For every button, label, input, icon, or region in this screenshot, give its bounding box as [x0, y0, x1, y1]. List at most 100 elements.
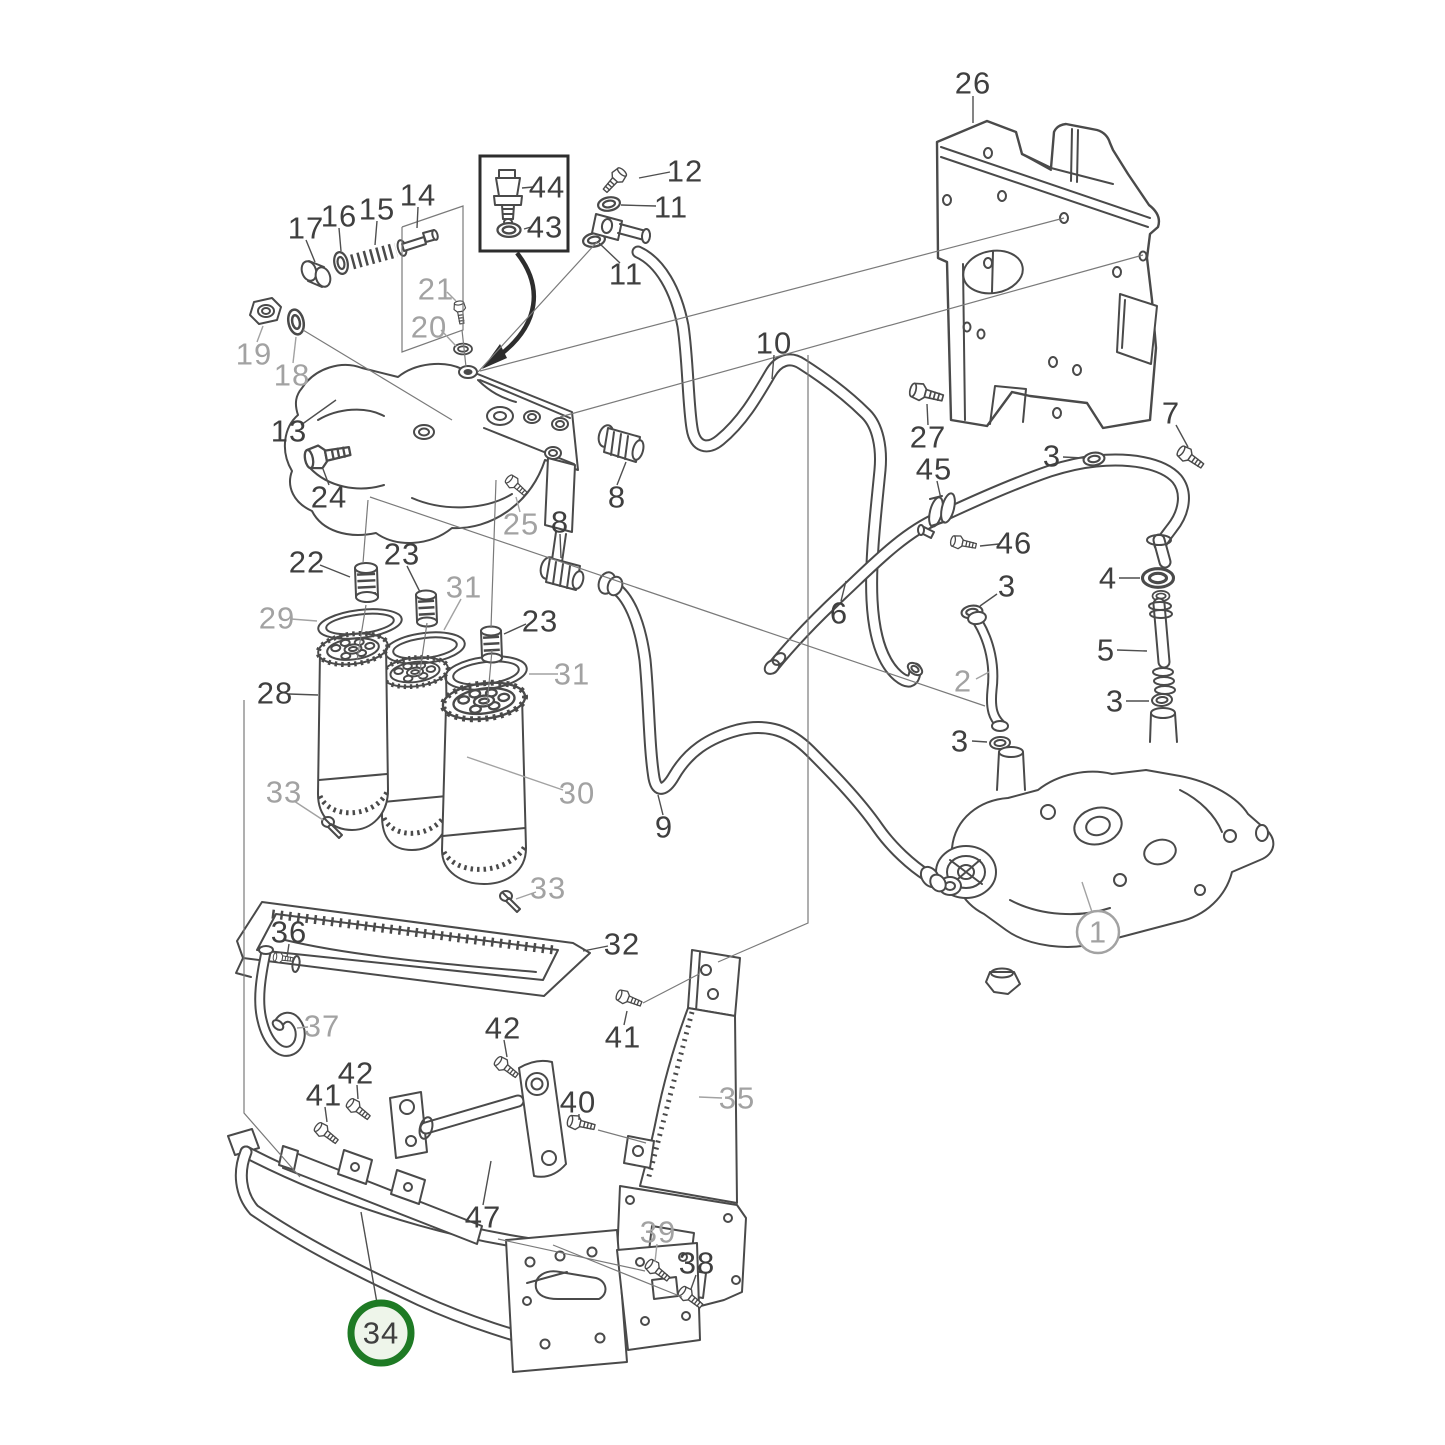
callout-text-5: 5	[1097, 633, 1115, 668]
part-4-washer	[1140, 567, 1176, 602]
callout-text-27: 27	[910, 420, 946, 455]
leader-line	[616, 461, 627, 486]
callout-text-1: 1	[1089, 915, 1107, 950]
part-6-hose	[763, 453, 1190, 675]
callout-5: 5	[1097, 633, 1148, 668]
callout-text-8: 8	[551, 505, 569, 540]
part-16-washer	[331, 249, 351, 277]
callout-text-16: 16	[321, 199, 357, 234]
guide-line	[497, 1238, 646, 1272]
callout-2: 2	[954, 664, 990, 699]
part-21-valve-screw	[452, 299, 469, 326]
callout-text-47: 47	[465, 1200, 501, 1235]
callout-text-37: 37	[304, 1009, 340, 1044]
callout-26: 26	[955, 66, 991, 123]
callout-text-22: 22	[289, 545, 325, 580]
leader-line	[1116, 649, 1148, 652]
callout-text-3: 3	[998, 569, 1016, 604]
callout-text-42: 42	[338, 1056, 374, 1091]
leader-line	[374, 220, 378, 246]
callout-text-35: 35	[719, 1081, 755, 1116]
callout-33: 33	[515, 871, 565, 906]
callout-3: 3	[951, 724, 988, 759]
leader-line	[698, 1096, 723, 1099]
leader-line	[338, 227, 342, 252]
leader-line	[936, 480, 942, 500]
part-9-hose	[597, 571, 947, 893]
callout-11: 11	[620, 190, 688, 225]
callout-text-26: 26	[955, 66, 991, 101]
part-26-mounting-bracket	[935, 119, 1161, 430]
callout-8: 8	[551, 505, 569, 559]
inset-pointer-arrowhead	[482, 344, 507, 369]
callout-6: 6	[830, 580, 847, 631]
callout-text-17: 17	[288, 211, 324, 246]
callout-text-12: 12	[667, 154, 703, 189]
callout-46: 46	[979, 526, 1031, 561]
callout-27: 27	[910, 403, 946, 455]
callout-44: 44	[521, 170, 565, 205]
callout-24: 24	[311, 468, 346, 515]
guide-line	[552, 1244, 683, 1298]
leader-line	[598, 242, 621, 264]
callout-22: 22	[289, 545, 351, 580]
callout-text-7: 7	[1162, 396, 1180, 431]
guide-line	[477, 241, 598, 373]
callout-16: 16	[321, 199, 357, 252]
part-33-screws	[321, 816, 521, 913]
part-10-hose	[631, 245, 924, 688]
callout-14: 14	[400, 178, 436, 229]
leader-line	[771, 354, 775, 380]
leader-line	[979, 593, 998, 607]
callout-13: 13	[271, 399, 337, 449]
callout-9: 9	[655, 794, 672, 845]
part-30-fuel-filter-middle	[380, 654, 449, 851]
callout-21: 21	[418, 272, 457, 307]
leader-line	[1062, 456, 1084, 459]
callout-40: 40	[560, 1085, 595, 1120]
leader-line	[286, 943, 290, 958]
callout-45: 45	[916, 452, 951, 500]
leader-line	[324, 1106, 328, 1123]
leader-line	[521, 186, 534, 189]
callout-19: 19	[236, 325, 271, 372]
part-17-plug	[300, 260, 332, 288]
callout-text-8: 8	[608, 480, 626, 515]
callout-25: 25	[503, 496, 538, 542]
callout-3: 3	[979, 569, 1016, 607]
callout-1[interactable]: 1	[1075, 881, 1121, 955]
part-35-bracket	[615, 949, 747, 1317]
callout-41: 41	[605, 1010, 640, 1055]
leader-line	[319, 564, 351, 578]
leader-line	[406, 565, 421, 593]
part-18-washer	[284, 306, 308, 338]
part-30-fuel-filter-right	[441, 678, 527, 885]
callout-34[interactable]: 34	[347, 1211, 415, 1367]
callout-text-44: 44	[529, 170, 565, 205]
part-45-clamp	[917, 492, 956, 539]
leader-line	[638, 171, 671, 179]
leader-line	[620, 204, 657, 207]
leader-line	[305, 239, 316, 263]
guide-line	[401, 205, 464, 353]
callout-text-33: 33	[266, 775, 302, 810]
callout-47: 47	[465, 1160, 501, 1235]
callout-text-14: 14	[400, 178, 436, 213]
callout-23: 23	[384, 537, 421, 593]
callout-text-11: 11	[654, 190, 688, 225]
callout-text-23: 23	[384, 537, 420, 572]
guide-line	[559, 254, 1144, 418]
callout-3: 3	[1106, 684, 1149, 719]
part-19-plug	[249, 297, 282, 325]
leader-line	[300, 399, 337, 426]
callout-text-10: 10	[756, 326, 792, 361]
callout-30: 30	[466, 756, 594, 811]
guide-line	[597, 1129, 647, 1144]
part-29-o-ring	[317, 608, 403, 640]
leader-line	[559, 533, 562, 559]
leader-line	[657, 794, 664, 816]
callout-42: 42	[485, 1011, 520, 1058]
callout-4: 4	[1099, 561, 1140, 596]
callout-12: 12	[638, 154, 703, 189]
